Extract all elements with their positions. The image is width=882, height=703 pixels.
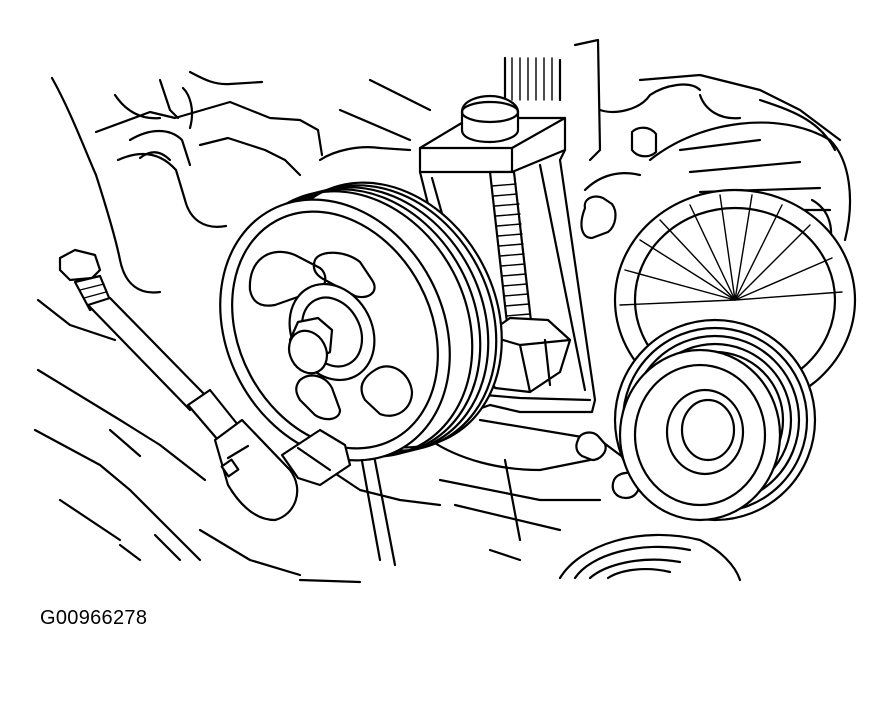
ratchet-wrench [58,248,352,522]
idler-pulley [613,188,857,522]
pulley [219,181,503,462]
adjusting-bolt [480,170,572,394]
engine-background [33,38,852,584]
figure-code: G00966278 [40,607,148,629]
